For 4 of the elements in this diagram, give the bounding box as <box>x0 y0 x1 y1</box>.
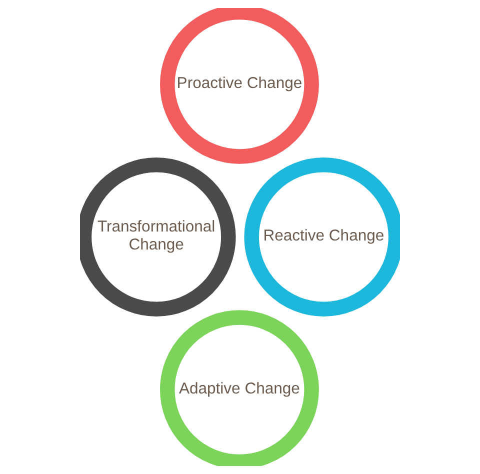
node-circle: Adaptive Change <box>160 310 319 466</box>
node-circle: Proactive Change <box>160 8 319 164</box>
node-circle: Reactive Change <box>244 158 400 316</box>
node-circle: Transformational Change <box>80 158 236 316</box>
